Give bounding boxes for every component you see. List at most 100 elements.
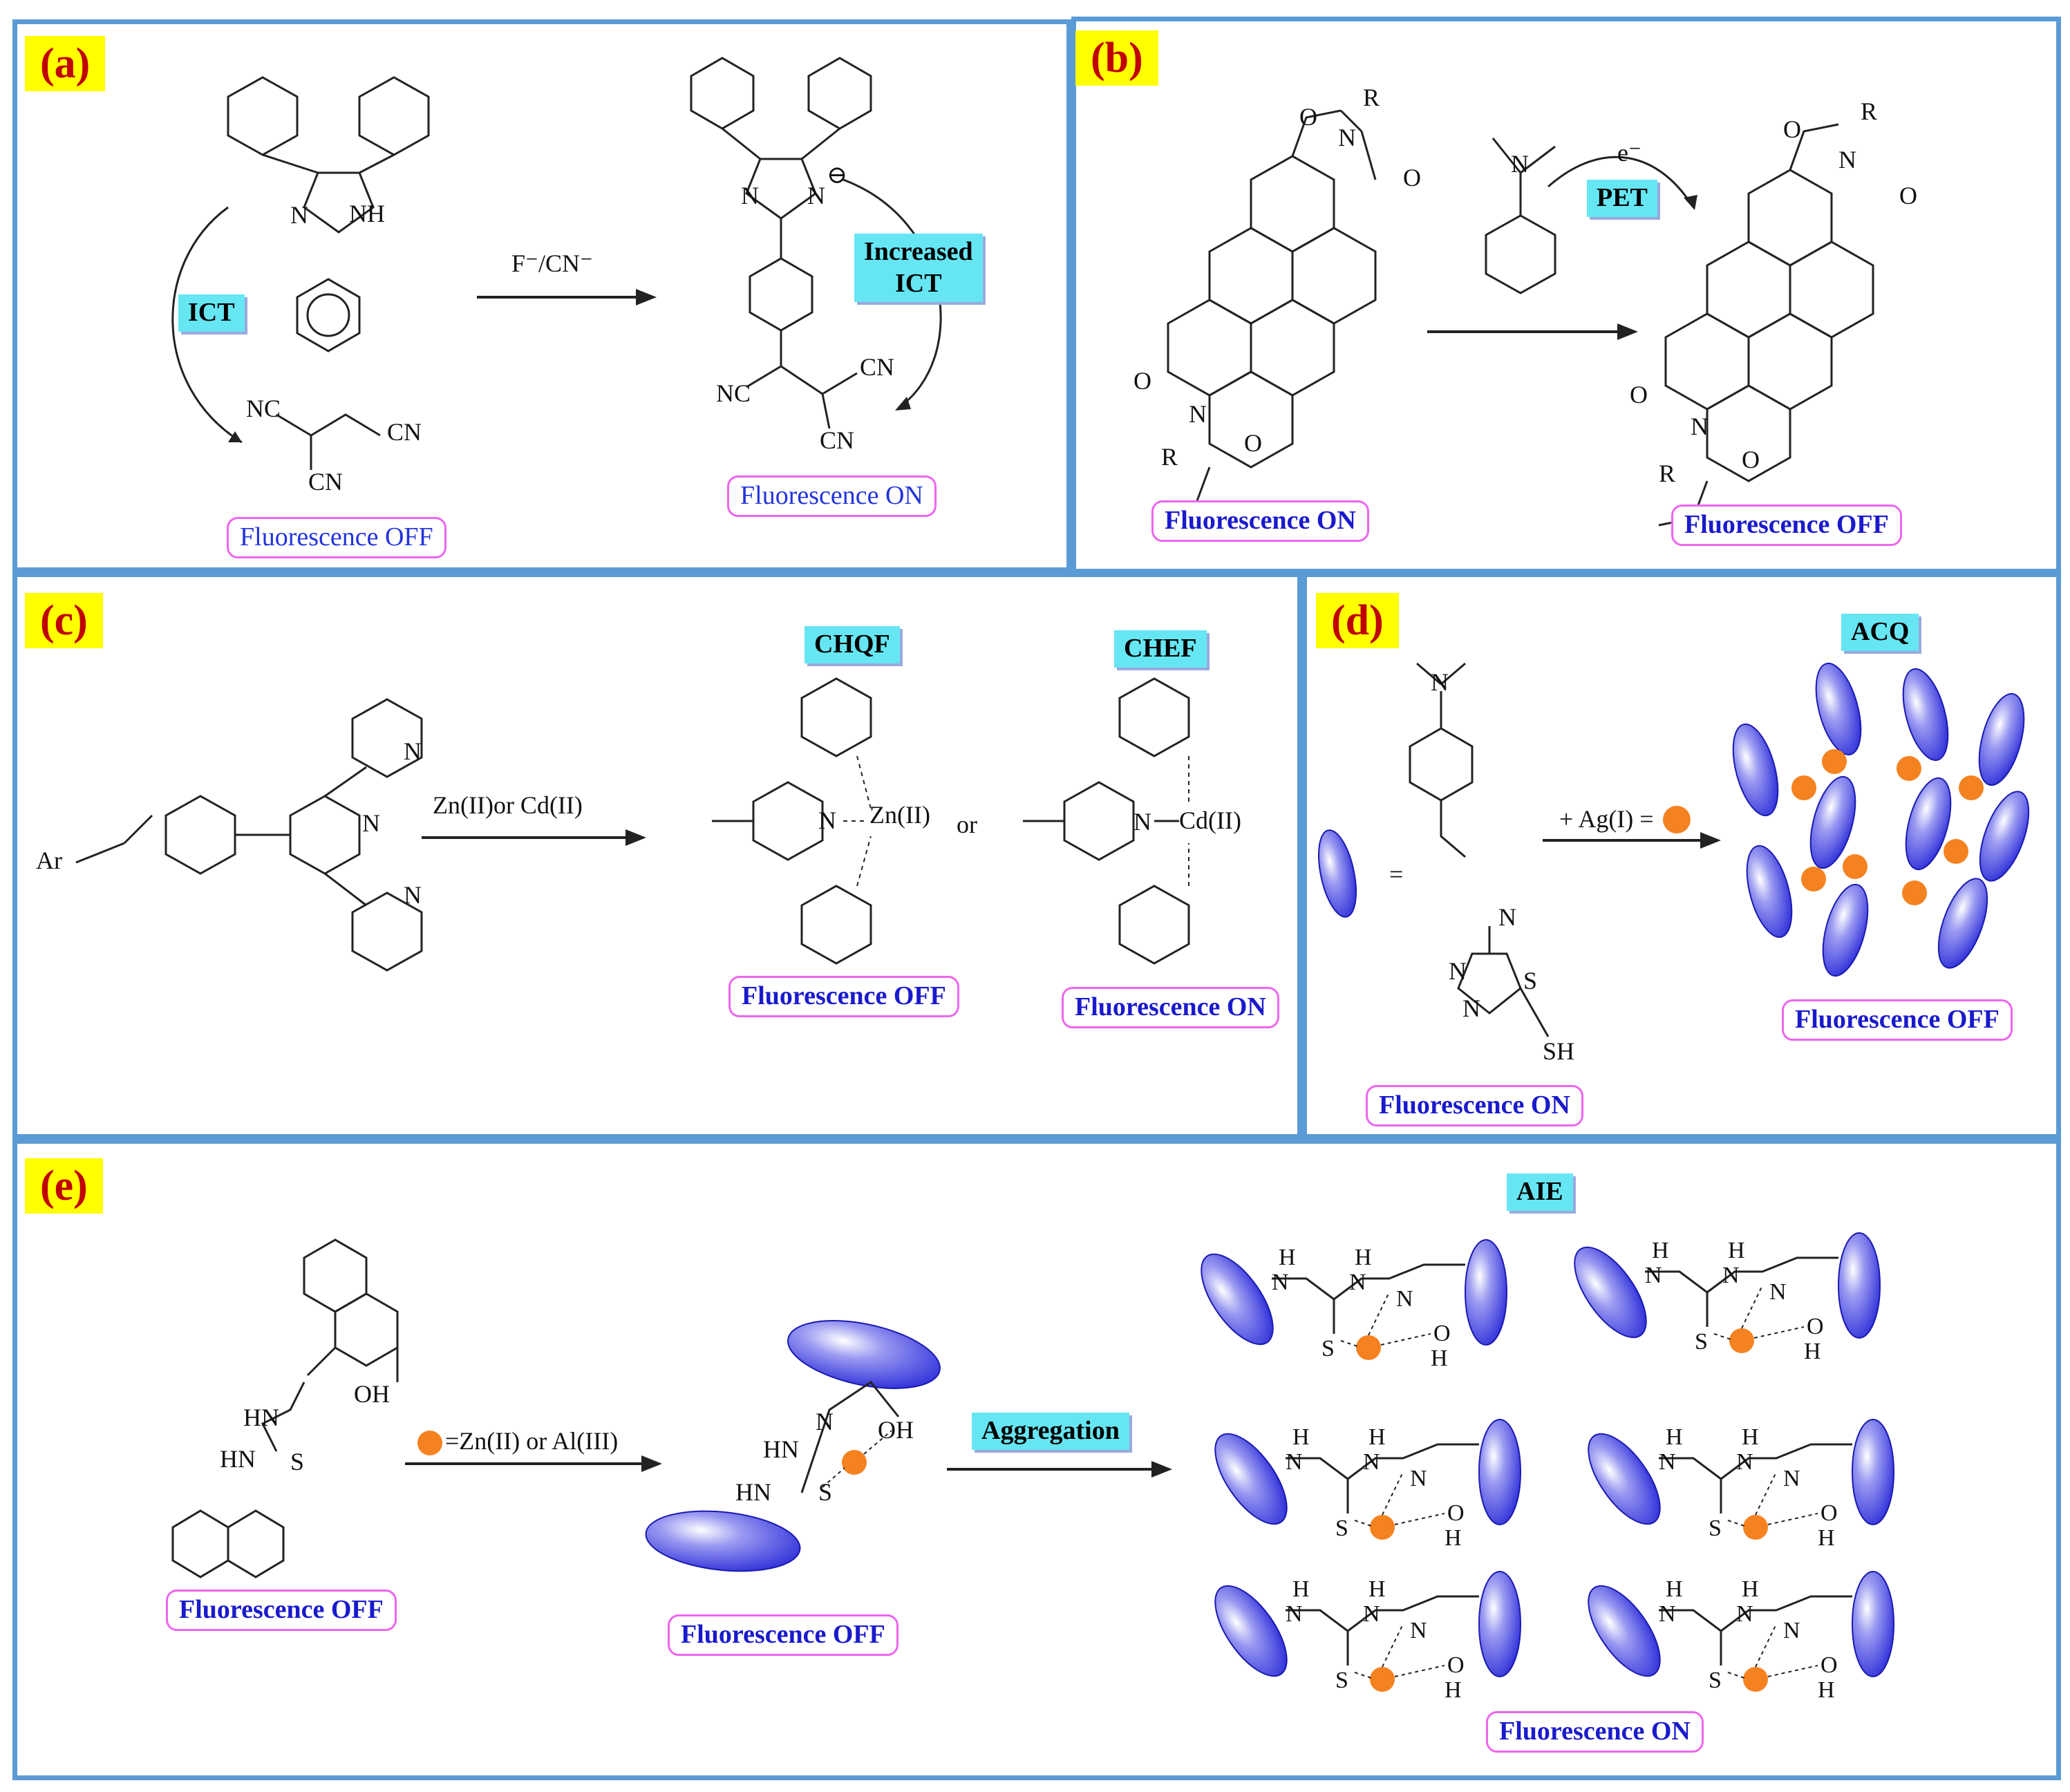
aie-h2: H [1728, 1238, 1745, 1263]
sh-d: SH [1543, 1037, 1575, 1065]
ring-n2-d: N [1462, 994, 1480, 1022]
aie-n2: N [1349, 1270, 1366, 1295]
pdi-left-r-bot: R [1161, 443, 1178, 471]
chqf-tag: CHQF [805, 626, 900, 663]
pdi-left-n-top: N [1338, 124, 1356, 151]
oh-e1: OH [354, 1380, 390, 1408]
aie-ellipse-right [1838, 1232, 1881, 1339]
aie-h1: H [1292, 1576, 1310, 1602]
aie-coord-o [1380, 1333, 1431, 1346]
panel-a-state-off: Fluorescence OFF [227, 517, 446, 558]
pdi-right-r-top: R [1861, 97, 1878, 125]
aie-ellipse-left [1214, 1585, 1288, 1677]
aie-coord-n [1755, 1623, 1777, 1668]
aie-n1: N [1645, 1263, 1662, 1288]
panel-c [12, 572, 1302, 1139]
pdi-right-o1: O [1783, 115, 1801, 143]
aie-ellipse-right [1478, 1571, 1521, 1677]
aie-ellipse-left [1214, 1433, 1288, 1525]
aie-coord-s [1354, 1520, 1372, 1527]
reagent-ag: + Ag(I) = [1559, 805, 1654, 833]
atom-cn-right1: CN [860, 353, 895, 381]
aie-s: S [1321, 1336, 1335, 1361]
terpy-n-bot: N [404, 881, 422, 909]
aie-h3: H [1431, 1346, 1448, 1371]
panel-d-state-off: Fluorescence OFF [1782, 999, 2013, 1041]
atom-n-left: N [290, 201, 308, 229]
pdi-left-n-bot: N [1189, 400, 1207, 428]
aie-o: O [1807, 1314, 1824, 1339]
reagent-f-cn: F⁻/CN⁻ [511, 249, 594, 277]
aie-n2: N [1736, 1449, 1753, 1475]
aie-o: O [1447, 1652, 1465, 1678]
pdi-left-r-top: R [1363, 84, 1380, 111]
panel-d [1302, 572, 2061, 1139]
aie-h1: H [1292, 1424, 1310, 1450]
panel-c-state-off: Fluorescence OFF [728, 976, 959, 1017]
atom-nc-left: NC [246, 395, 281, 422]
n-e-mid: N [816, 1408, 834, 1435]
panel-e-state-middle: Fluorescence OFF [668, 1614, 898, 1656]
aie-coord-o [1394, 1665, 1445, 1677]
chef-tag: CHEF [1114, 630, 1207, 668]
panel-e [12, 1139, 2061, 1780]
increased-ict-line1: Increased [864, 237, 973, 266]
aie-metal-dot [1370, 1667, 1395, 1692]
aie-bond-chain [1659, 1595, 1852, 1632]
reagent-zn-cd: Zn(II)or Cd(II) [433, 791, 583, 819]
increased-ict-line2: ICT [895, 268, 942, 298]
pdi-right-r-bot: R [1659, 460, 1676, 487]
aie-coord-s [1354, 1672, 1372, 1679]
pdi-right-o3: O [1630, 381, 1648, 408]
aie-h1: H [1279, 1245, 1296, 1270]
aie-h2: H [1742, 1424, 1759, 1450]
ar-label: Ar [36, 847, 62, 874]
pet-tag: PET [1587, 180, 1657, 217]
hn-e2: HN [220, 1445, 256, 1473]
aie-n1: N [1272, 1270, 1289, 1295]
aie-s: S [1709, 1516, 1722, 1541]
pdi-right-n-bot: N [1691, 413, 1709, 440]
aie-n1: N [1659, 1449, 1676, 1475]
aie-ellipse-left [1574, 1246, 1647, 1339]
aie-bond-chain [1659, 1443, 1852, 1480]
aie-metal-dot [1370, 1515, 1395, 1540]
aie-h1: H [1652, 1238, 1669, 1263]
pdi-left-o1: O [1299, 103, 1317, 131]
aie-h3: H [1445, 1677, 1462, 1703]
aie-ellipse-right [1852, 1571, 1894, 1677]
pdi-right-n-top: N [1838, 146, 1856, 173]
aie-o: O [1820, 1652, 1838, 1678]
panel-d-state-on: Fluorescence ON [1366, 1085, 1583, 1126]
or-label: or [957, 811, 977, 838]
aie-n2: N [1363, 1601, 1380, 1627]
panel-e-label: (e) [25, 1158, 103, 1214]
aie-s: S [1335, 1516, 1348, 1541]
aie-bond-chain [1286, 1595, 1479, 1632]
electron-label: e⁻ [1617, 139, 1641, 167]
aie-ellipse-left [1201, 1253, 1274, 1346]
aie-coord-o [1767, 1665, 1818, 1677]
aie-h3: H [1818, 1525, 1835, 1551]
aie-coord-n [1382, 1623, 1404, 1668]
aie-tag: AIE [1507, 1173, 1573, 1211]
atom-nc-right: NC [716, 379, 751, 407]
panel-e-state-right: Fluorescence ON [1486, 1711, 1704, 1753]
aggregation-tag: Aggregation [972, 1413, 1129, 1450]
aie-h2: H [1368, 1424, 1386, 1450]
panel-b-state-on: Fluorescence ON [1151, 500, 1369, 542]
pdi-right-o2: O [1899, 182, 1917, 209]
aie-n3: N [1783, 1466, 1800, 1491]
chef-n-mid: N [1133, 808, 1151, 836]
aie-n2: N [1736, 1601, 1753, 1627]
aie-coord-n [1368, 1292, 1390, 1336]
atom-nh: NH [349, 200, 385, 227]
aie-n1: N [1286, 1601, 1303, 1627]
acq-tag: ACQ [1841, 614, 1919, 651]
terpy-n-top: N [404, 737, 422, 765]
